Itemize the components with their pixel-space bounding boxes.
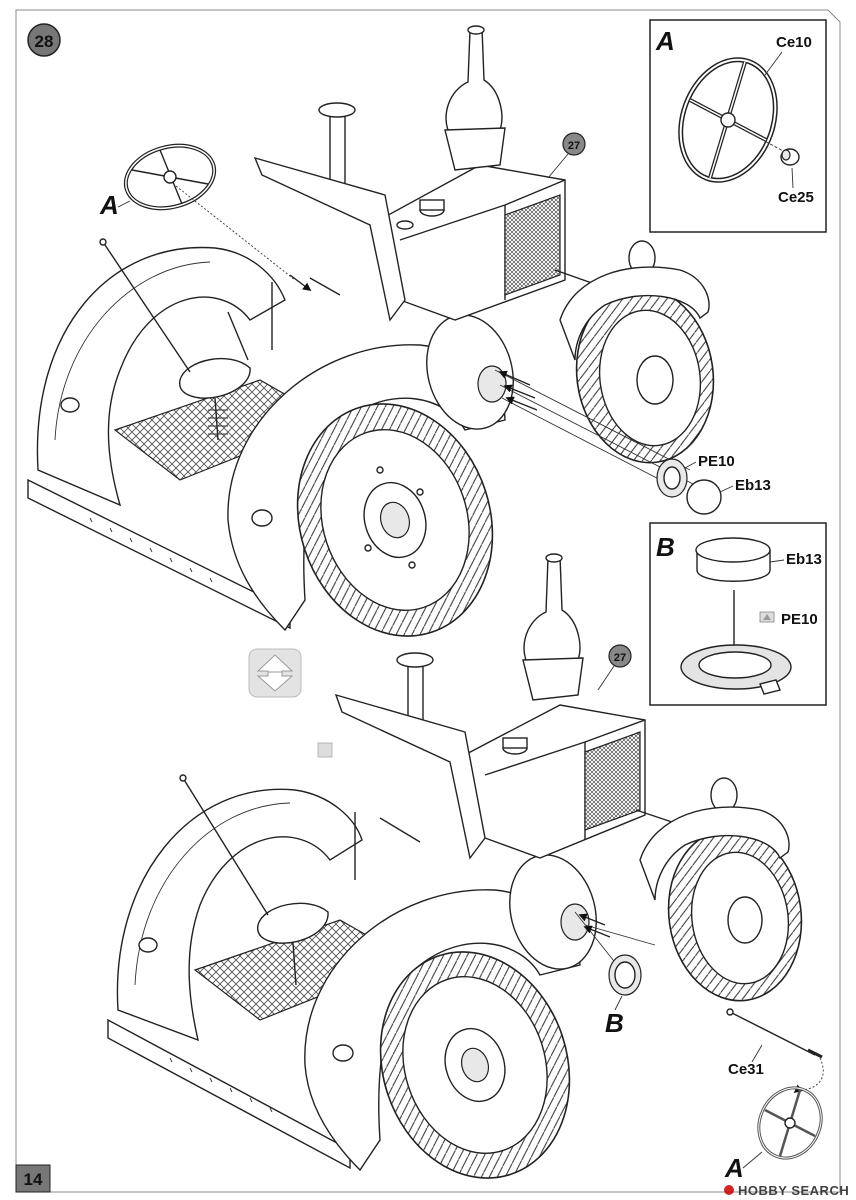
rear-wheel-right-bottom bbox=[379, 951, 571, 1179]
ref-badge-27-bottom: 27 bbox=[597, 644, 632, 691]
detail-a-letter: A bbox=[655, 26, 675, 56]
label-eb13-detail: Eb13 bbox=[786, 551, 822, 568]
part-b-assembly-bottom bbox=[608, 954, 642, 996]
hobby-search-watermark: HOBBY SEARCH bbox=[724, 1183, 849, 1198]
gear-lever bbox=[102, 241, 191, 373]
tractor-top-assembly bbox=[27, 25, 715, 637]
callout-b-bottom: B bbox=[605, 1008, 624, 1038]
detail-a-box: A Ce10 Ce25 bbox=[649, 19, 827, 233]
exhaust-cap-bottom bbox=[396, 652, 434, 668]
seat bbox=[178, 357, 251, 399]
callout-a-top: A bbox=[99, 190, 119, 220]
callout-a-bottom: A bbox=[724, 1153, 744, 1183]
left-fender bbox=[36, 246, 286, 507]
air-intake-stack bbox=[445, 27, 503, 136]
label-ce10: Ce10 bbox=[776, 34, 812, 51]
front-wheel-right-bottom bbox=[667, 828, 803, 1002]
seat-bottom bbox=[256, 902, 329, 944]
steering-wheel-ce10 bbox=[678, 57, 778, 183]
part-eb13-top bbox=[686, 479, 722, 515]
rear-wheel-right bbox=[296, 403, 494, 637]
step-number-badge: 28 bbox=[27, 23, 61, 57]
label-ce31: Ce31 bbox=[728, 1061, 764, 1078]
dash-panel bbox=[253, 156, 406, 322]
label-eb13-top: Eb13 bbox=[735, 477, 771, 494]
svg-text:HOBBY SEARCH: HOBBY SEARCH bbox=[738, 1183, 849, 1198]
rear-bumper-bar-bottom bbox=[107, 1018, 351, 1170]
steering-shaft-ce31 bbox=[729, 1011, 816, 1056]
steering-wheel-top bbox=[123, 143, 217, 211]
detail-b-letter: B bbox=[656, 532, 675, 562]
svg-text:27: 27 bbox=[614, 652, 626, 664]
dash-panel-bottom bbox=[334, 693, 486, 860]
right-fender bbox=[227, 344, 506, 632]
radiator-grille-bottom bbox=[584, 731, 641, 831]
rear-bumper-bar bbox=[27, 478, 291, 630]
radiator-grille bbox=[504, 194, 561, 296]
label-pe10-top: PE10 bbox=[698, 453, 735, 470]
detail-b-box: B Eb13 PE10 bbox=[649, 522, 827, 706]
steering-wheel-bottom bbox=[757, 1086, 823, 1160]
step-number: 28 bbox=[35, 32, 54, 51]
flip-step-icon bbox=[248, 648, 302, 698]
right-fender-bottom bbox=[304, 889, 581, 1172]
page-number-box: 14 bbox=[15, 1164, 51, 1193]
ref-badge-27-top: 27 bbox=[547, 132, 586, 179]
part-pe10-detail bbox=[680, 644, 792, 695]
front-hub-disc-bottom bbox=[509, 854, 597, 970]
part-pe10-top bbox=[656, 458, 688, 498]
tractor-bottom-assembly bbox=[107, 553, 803, 1179]
part-eb13-detail bbox=[695, 537, 771, 582]
label-ce25: Ce25 bbox=[778, 189, 814, 206]
label-pe10-detail: PE10 bbox=[781, 611, 818, 628]
exhaust-cap bbox=[318, 102, 356, 118]
page-border bbox=[15, 9, 841, 1193]
svg-text:27: 27 bbox=[568, 140, 580, 152]
left-fender-bottom bbox=[116, 788, 363, 1042]
part-ce25 bbox=[780, 148, 800, 166]
air-intake-stack-bottom bbox=[523, 555, 581, 666]
page-number: 14 bbox=[24, 1170, 43, 1189]
front-wheel-right bbox=[575, 286, 715, 464]
